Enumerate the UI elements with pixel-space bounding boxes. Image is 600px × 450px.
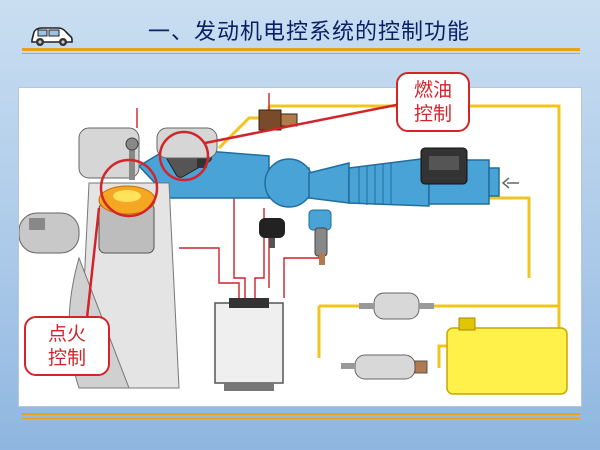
ecu-box [214, 298, 284, 391]
fuel-control-line2: 控制 [413, 103, 452, 125]
air-inlet-arrow [501, 177, 519, 189]
title-bar: 一、发动机电控系统的控制功能 [0, 0, 600, 52]
engine-diagram [18, 87, 582, 407]
ignition-control-callout: 点火 控制 [24, 316, 110, 376]
idle-air-valve [308, 209, 332, 265]
title-rule-thin [22, 53, 580, 54]
fuel-pump [341, 354, 428, 380]
air-flow-meter [420, 147, 468, 185]
intake-manifold [137, 147, 500, 208]
fuel-control-callout: 燃油 控制 [396, 72, 470, 132]
ignition-control-line1: 点火 [47, 323, 86, 345]
fuel-control-line1: 燃油 [413, 79, 452, 101]
page-title: 一、发动机电控系统的控制功能 [148, 20, 471, 45]
throttle-position-sensor [259, 218, 285, 248]
car-icon [31, 27, 73, 46]
highlight-circles [85, 102, 402, 319]
sensor-wiring [136, 93, 320, 298]
footer-rule-thick [22, 413, 580, 415]
title-rule-thick [22, 48, 580, 51]
ignition-control-line2: 控制 [47, 347, 86, 369]
fuel-filter [359, 292, 434, 320]
footer-rule-thin [22, 418, 580, 419]
fuel-tank [446, 317, 568, 395]
